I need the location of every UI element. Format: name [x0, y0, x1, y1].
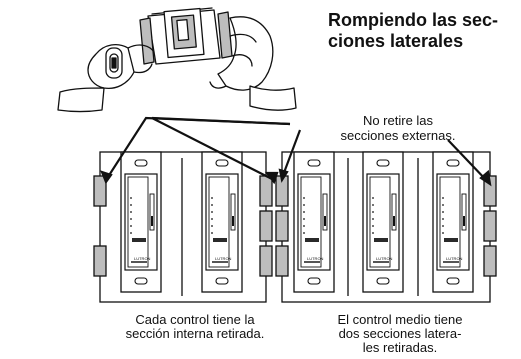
- arrow-pointer: [100, 116, 492, 187]
- dimmer-switch: [362, 151, 404, 293]
- title-line-2: ciones laterales: [328, 31, 464, 51]
- caption-right: El control medio tiene dos secciones lat…: [300, 313, 500, 355]
- hands-breaking-fins-illustration: [57, 7, 297, 113]
- title-line-1: Rompiendo las sec-: [328, 10, 499, 30]
- note-line-2: secciones externas.: [340, 128, 456, 143]
- dimmer-switch: [120, 151, 162, 293]
- note-callout: No retire las secciones externas.: [293, 113, 503, 143]
- caption-right-line-3: les retiradas.: [362, 340, 438, 355]
- caption-left: Cada control tiene la sección interna re…: [96, 313, 294, 341]
- caption-right-line-2: dos secciones latera-: [338, 326, 462, 341]
- dimmer-switch: [432, 151, 474, 293]
- section-title: Rompiendo las sec- ciones laterales: [328, 10, 518, 52]
- dimmer-switch: [201, 151, 243, 293]
- caption-left-line-1: Cada control tiene la: [135, 312, 255, 327]
- dimmer-switch: [293, 151, 335, 293]
- note-line-1: No retire las: [362, 113, 434, 128]
- caption-right-line-1: El control medio tiene: [337, 312, 463, 327]
- caption-left-line-2: sección interna retirada.: [125, 326, 265, 341]
